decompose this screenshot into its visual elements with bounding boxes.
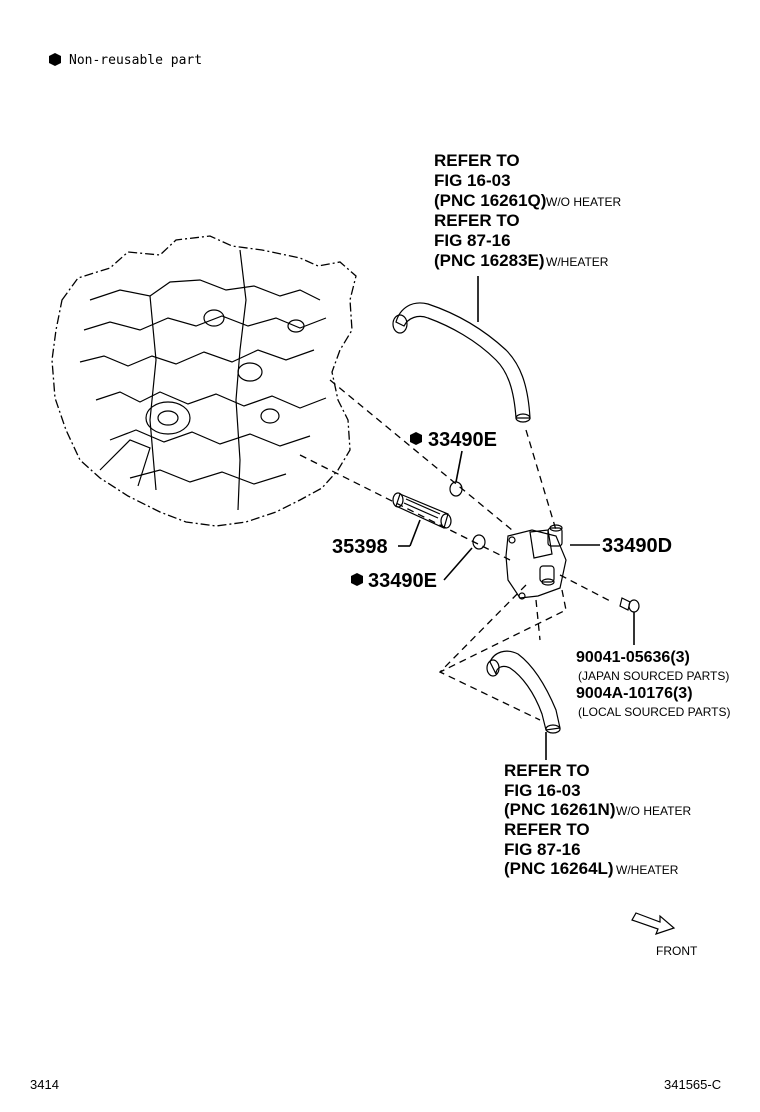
footer-left: 3414	[30, 1077, 59, 1092]
svg-text:FIG 87-16: FIG 87-16	[504, 840, 581, 859]
svg-text:W/O HEATER: W/O HEATER	[546, 195, 621, 209]
lower-water-hose	[486, 650, 561, 760]
svg-text:FIG 16-03: FIG 16-03	[434, 171, 511, 190]
non-reusable-hexagon-icon	[351, 573, 363, 586]
upper-hose-reference: REFER TO FIG 16-03 (PNC 16261Q) W/O HEAT…	[434, 151, 621, 270]
label-35398: 35398	[332, 536, 388, 558]
footer-right: 341565-C	[664, 1077, 721, 1092]
bolt-90041	[619, 597, 640, 645]
svg-text:REFER TO: REFER TO	[504, 761, 590, 780]
leader-lines	[398, 450, 600, 581]
transaxle-assembly	[51, 235, 357, 527]
front-indicator: FRONT	[631, 912, 698, 958]
label-bolt-local-note: (LOCAL SOURCED PARTS)	[578, 705, 730, 719]
front-label: FRONT	[656, 944, 698, 958]
svg-text:FIG 16-03: FIG 16-03	[504, 781, 581, 800]
svg-text:(PNC 16261N): (PNC 16261N)	[504, 800, 616, 819]
assembly-guide-lines	[299, 379, 613, 721]
svg-text:W/O HEATER: W/O HEATER	[616, 804, 691, 818]
lower-hose-reference: REFER TO FIG 16-03 (PNC 16261N) W/O HEAT…	[504, 761, 691, 878]
label-33490E-top: 33490E	[428, 429, 497, 451]
label-bolt-japan: 90041-05636(3)	[576, 649, 690, 666]
legend: Non-reusable part	[49, 53, 202, 68]
legend-text: Non-reusable part	[69, 53, 202, 68]
svg-text:(PNC 16261Q): (PNC 16261Q)	[434, 191, 546, 210]
non-reusable-hexagon-icon	[49, 53, 61, 66]
pipe-35398	[392, 492, 452, 529]
svg-text:(PNC 16264L): (PNC 16264L)	[504, 859, 614, 878]
gasket-33490E-bottom	[472, 534, 486, 550]
svg-text:REFER TO: REFER TO	[504, 820, 590, 839]
svg-text:W/HEATER: W/HEATER	[616, 863, 679, 877]
gasket-33490E-top	[449, 481, 463, 497]
part-labels: 33490E 35398 33490E 33490D 90041-05636(3…	[332, 429, 730, 719]
svg-text:FIG 87-16: FIG 87-16	[434, 231, 511, 250]
label-33490E-bottom: 33490E	[368, 570, 437, 592]
svg-text:(PNC 16283E): (PNC 16283E)	[434, 251, 545, 270]
front-arrow-icon	[631, 912, 676, 935]
svg-text:REFER TO: REFER TO	[434, 211, 520, 230]
svg-text:REFER TO: REFER TO	[434, 151, 520, 170]
svg-text:W/HEATER: W/HEATER	[546, 255, 609, 269]
label-bolt-japan-note: (JAPAN SOURCED PARTS)	[578, 669, 729, 683]
oil-cooler-33490D	[505, 524, 567, 600]
non-reusable-hexagon-icon	[410, 432, 422, 445]
label-33490D: 33490D	[602, 535, 672, 557]
upper-water-hose	[392, 276, 531, 423]
label-bolt-local: 9004A-10176(3)	[576, 685, 693, 702]
